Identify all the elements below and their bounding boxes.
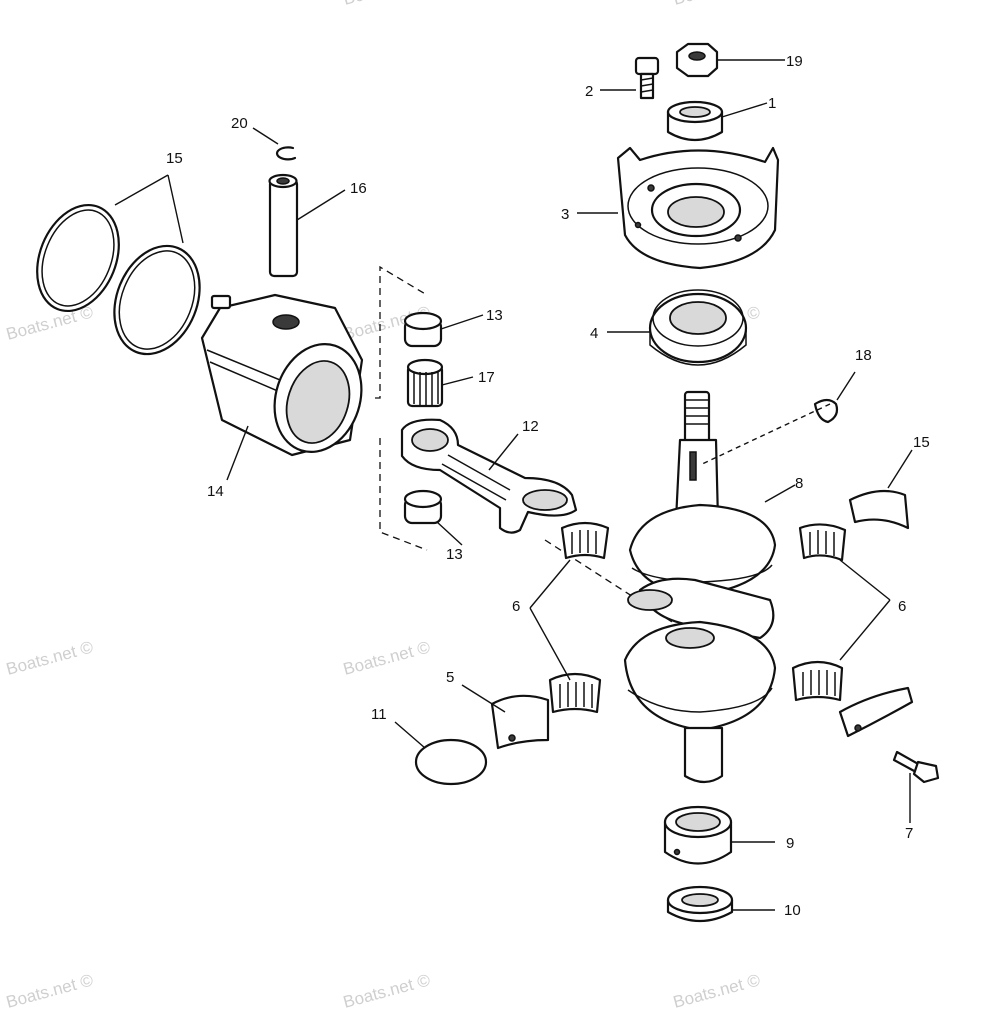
piston — [200, 293, 364, 457]
callout-15-right: 15 — [913, 434, 930, 451]
oil-seal-bottom — [666, 885, 734, 922]
callout-17: 17 — [478, 369, 495, 386]
watermark-text: Boats.net © — [341, 970, 432, 1012]
callout-10: 10 — [784, 902, 801, 919]
oil-seal-top — [666, 100, 724, 142]
crankshaft — [623, 390, 777, 784]
watermark-text: Boats.net © — [4, 637, 95, 679]
piston-rings — [36, 203, 201, 356]
callout-12: 12 — [522, 418, 539, 435]
woodruff-key — [813, 398, 839, 424]
connecting-rod — [400, 418, 578, 534]
crankpin-bearing-lower-left — [548, 672, 602, 714]
leader-lines — [114, 59, 913, 911]
callout-13-top: 13 — [486, 307, 503, 324]
small-end-washer-top — [403, 311, 443, 348]
crankpin-bearing-upper-left — [560, 521, 610, 560]
watermark-text: Boats.net © — [671, 0, 762, 9]
bearing-retainer-right-lower — [838, 686, 914, 738]
callout-13-bottom: 13 — [446, 546, 463, 563]
ball-bearing-top — [648, 289, 748, 366]
callout-20: 20 — [231, 115, 248, 132]
bearing-housing — [616, 146, 780, 270]
needle-bearing — [406, 358, 444, 408]
nut — [675, 42, 719, 78]
callout-6-left: 6 — [512, 598, 520, 615]
callout-8: 8 — [795, 475, 803, 492]
callout-6-right: 6 — [898, 598, 906, 615]
crankpin-bearing-upper-right — [798, 523, 847, 562]
callout-15-left: 15 — [166, 150, 183, 167]
callout-4: 4 — [590, 325, 598, 342]
watermark-text: Boats.net © — [341, 0, 432, 9]
callout-18: 18 — [855, 347, 872, 364]
callout-16: 16 — [350, 180, 367, 197]
bearing-retainer-right-upper — [848, 489, 910, 530]
callout-3: 3 — [561, 206, 569, 223]
callout-7: 7 — [905, 825, 913, 842]
watermark-text: Boats.net © — [4, 970, 95, 1012]
circlip — [276, 146, 297, 161]
callout-2: 2 — [585, 83, 593, 100]
o-ring — [414, 738, 488, 786]
roller-bearing-bottom — [663, 805, 733, 865]
callout-5: 5 — [446, 669, 454, 686]
callout-9: 9 — [786, 835, 794, 852]
callout-19: 19 — [786, 53, 803, 70]
callout-labels: 19 1 2 3 4 13 17 12 13 14 16 20 15 18 8 … — [166, 53, 930, 919]
watermark-text: Boats.net © — [341, 637, 432, 679]
watermark-text: Boats.net © — [671, 970, 762, 1012]
small-end-washer-bottom — [403, 489, 443, 525]
bearing-retainer-left — [490, 694, 550, 750]
crankpin-bearing-lower-right — [791, 660, 844, 702]
callout-14: 14 — [207, 483, 224, 500]
screw — [634, 56, 660, 100]
bolt — [892, 750, 940, 784]
alignment-guide-upper — [375, 265, 428, 399]
wrist-pin — [268, 173, 299, 278]
callout-11: 11 — [371, 706, 387, 723]
callout-1: 1 — [768, 95, 776, 112]
watermarks: Boats.net © Boats.net © Boats.net © Boat… — [4, 0, 762, 1012]
